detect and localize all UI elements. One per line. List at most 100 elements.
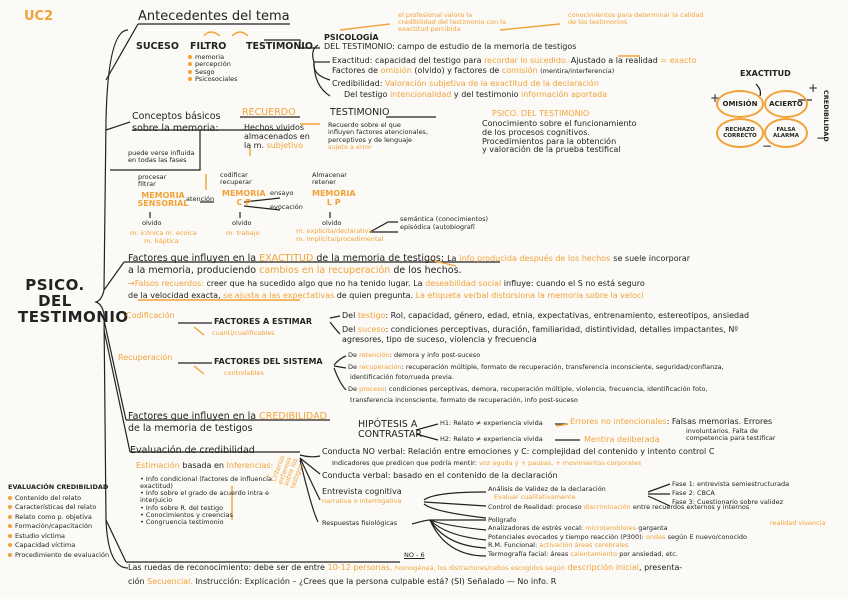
h2-relato: H2: Relato ≠ experiencia vivida bbox=[440, 435, 543, 443]
recuperacion-label: Recuperación bbox=[118, 353, 173, 362]
svg-text:−: − bbox=[762, 139, 772, 153]
evocacion-label: evocación bbox=[270, 203, 303, 211]
filtro-items: memoria percepción Sesgo Psicosociales bbox=[188, 53, 237, 84]
testimonio-title-2: TESTIMONIO bbox=[330, 107, 390, 118]
note-profesional: el profesional valora la credibilidad de… bbox=[398, 11, 506, 33]
respuestas-fisiologicas: Respuestas fisiológicas bbox=[322, 519, 398, 527]
testimonio-label: TESTIMONIO bbox=[246, 41, 313, 52]
memoria-sensorial: MEMORIA SENSORIAL bbox=[137, 191, 189, 209]
estimacion-line: Estimación basada en Inferencias: bbox=[136, 461, 274, 470]
del-suceso-2: agresores, tipo de suceso, violencia y f… bbox=[342, 335, 537, 344]
legend-item: Relato como p. objetiva bbox=[8, 513, 109, 522]
del-suceso: Del suceso: condiciones perceptivas, dur… bbox=[342, 325, 739, 334]
conducta-no-verbal: Conducta NO verbal: Relación entre emoci… bbox=[322, 447, 715, 456]
legend-item: Contenido del relato bbox=[8, 494, 109, 503]
conducta-verbal: Conducta verbal: basado en el contenido … bbox=[322, 471, 558, 480]
matrix-acierto: ACIERTO bbox=[764, 90, 808, 118]
credibilidad-title-2: de la memoria de testigos bbox=[128, 423, 253, 434]
atencion-label: atención bbox=[186, 195, 215, 203]
factores-sistema: FACTORES DEL SISTEMA bbox=[214, 357, 323, 366]
analisis-validez: Análisis de Validez de la declaración bbox=[488, 485, 606, 493]
codificacion-label: Codificación bbox=[126, 311, 175, 320]
de-proceso: De proceso: condiciones perceptivas, dem… bbox=[348, 385, 708, 393]
root-title: PSICO. DEL TESTIMONIO bbox=[18, 276, 129, 326]
factores-estimar: FACTORES A ESTIMAR bbox=[214, 317, 312, 326]
psico-testimonio-title: PSICO. DEL TESTIMONIO bbox=[492, 109, 590, 118]
inferencias-list: • Info condicional (factores de influenc… bbox=[140, 475, 272, 526]
de-proceso-2: transferencia inconsciente, formato de r… bbox=[350, 396, 578, 404]
indicadores: Indicadores que predicen que podría ment… bbox=[332, 459, 642, 467]
evaluacion-title: Evaluación de credibilidad bbox=[130, 445, 255, 456]
ruedas-line-2: ción Secuencial. Instrucción: Explicació… bbox=[128, 577, 557, 586]
realidad-vivencia: realidad vivencia bbox=[770, 519, 826, 527]
del-testigo: Del testigo: Rol, capacidad, género, eda… bbox=[342, 311, 750, 320]
matrix-credibilidad: CREDIBILIDAD bbox=[821, 90, 830, 142]
falsos-recuerdos: →Falsos recuerdos: creer que ha sucedido… bbox=[128, 279, 645, 288]
credibilidad-line: Credibilidad: Valoración subjetiva de la… bbox=[332, 79, 599, 88]
de-recuperacion: De recuperación: recuperación múltiple, … bbox=[348, 363, 724, 371]
cuanti-label: cuanti/cualificables bbox=[212, 329, 275, 337]
note-conocimientos: conocimientos para determinar la calidad… bbox=[568, 11, 704, 26]
mcp-subtype: m. trabajo bbox=[226, 229, 260, 237]
svg-text:−: − bbox=[816, 131, 826, 145]
credibilidad-title: Factores que influyen en la CREDIBILIDAD bbox=[128, 411, 327, 422]
olvido-mlp: olvido bbox=[322, 219, 342, 227]
suceso-label: SUCESO bbox=[136, 41, 179, 52]
psicologia-def: DEL TESTIMONIO: campo de estudio de la m… bbox=[324, 42, 577, 51]
svg-text:+: + bbox=[808, 81, 818, 95]
de-retencion: De retención: demora y info post-suceso bbox=[348, 351, 481, 359]
evaluar-cualitativamente: Evaluar cualitativamente bbox=[494, 493, 576, 501]
credibilidad-line-2: Del testigo intencionalidad y del testim… bbox=[344, 90, 608, 99]
errores-no-intencionales: Errores no intencionales: Falsas memoria… bbox=[570, 417, 773, 426]
legend-item: Características del relato bbox=[8, 503, 109, 512]
exactitud-line: Exactitud: capacidad del testigo para re… bbox=[332, 56, 697, 65]
matrix-falsa-alarma: FALSA ALARMA bbox=[764, 118, 808, 148]
legend-title: EVALUACIÓN CREDIBILIDAD bbox=[8, 483, 109, 491]
ensayo-label: ensayo bbox=[270, 189, 294, 197]
matrix-omision: OMISIÓN bbox=[716, 90, 764, 118]
de-recuperacion-2: identificación foto/rueda previa. bbox=[350, 373, 454, 381]
entrevista-cognitiva: Entrevista cognitiva bbox=[322, 487, 402, 496]
semantica-episodica: semántica (conocimientos)episódica (auto… bbox=[400, 215, 489, 231]
entrevista-tipo: narrativa o interrogativa bbox=[322, 497, 402, 505]
legend-item: Procedimiento de evaluación bbox=[8, 551, 109, 560]
svg-text:+: + bbox=[710, 91, 720, 105]
olvido-ms: olvido bbox=[142, 219, 162, 227]
controlables-label: controlables bbox=[224, 369, 264, 377]
matrix-rechazo: RECHAZO CORRECTO bbox=[716, 118, 764, 148]
olvido-mcp: olvido bbox=[232, 219, 252, 227]
legend-item: Estudio víctima bbox=[8, 532, 109, 541]
mentira-deliberada: Mentira deliberada bbox=[584, 435, 660, 444]
conceptos-title-1: Conceptos básicos bbox=[132, 111, 221, 122]
matrix-exactitud: EXACTITUD bbox=[740, 69, 791, 78]
recuerdo-title: RECUERDO bbox=[242, 107, 296, 118]
no-6: NO - 6 bbox=[404, 551, 425, 559]
conceptos-title-2: sobre la memoria: bbox=[132, 123, 219, 134]
exactitud-title: Factores que influyen en la EXACTITUD de… bbox=[128, 253, 691, 264]
filtro-label: FILTRO bbox=[190, 41, 227, 52]
factores-line: Factores de omisión (olvido) y factores … bbox=[332, 66, 615, 75]
legend-item: Formación/capacitación bbox=[8, 522, 109, 531]
antecedentes-title: Antecedentes del tema bbox=[138, 9, 290, 24]
exactitud-desc: a la memoria, produciendo cambios en la … bbox=[128, 265, 462, 276]
legend-list: Contenido del relato Características del… bbox=[8, 494, 109, 560]
h1-relato: H1: Relato ≠ experiencia vivida bbox=[440, 419, 543, 427]
falsos-recuerdos-2: de la velocidad exacta, se ajusta a las … bbox=[128, 291, 644, 300]
fisiologicas-list: Polígrafo Analizadores de estrés vocal: … bbox=[488, 516, 747, 558]
control-realidad: Control de Realidad: proceso discriminac… bbox=[488, 503, 750, 511]
